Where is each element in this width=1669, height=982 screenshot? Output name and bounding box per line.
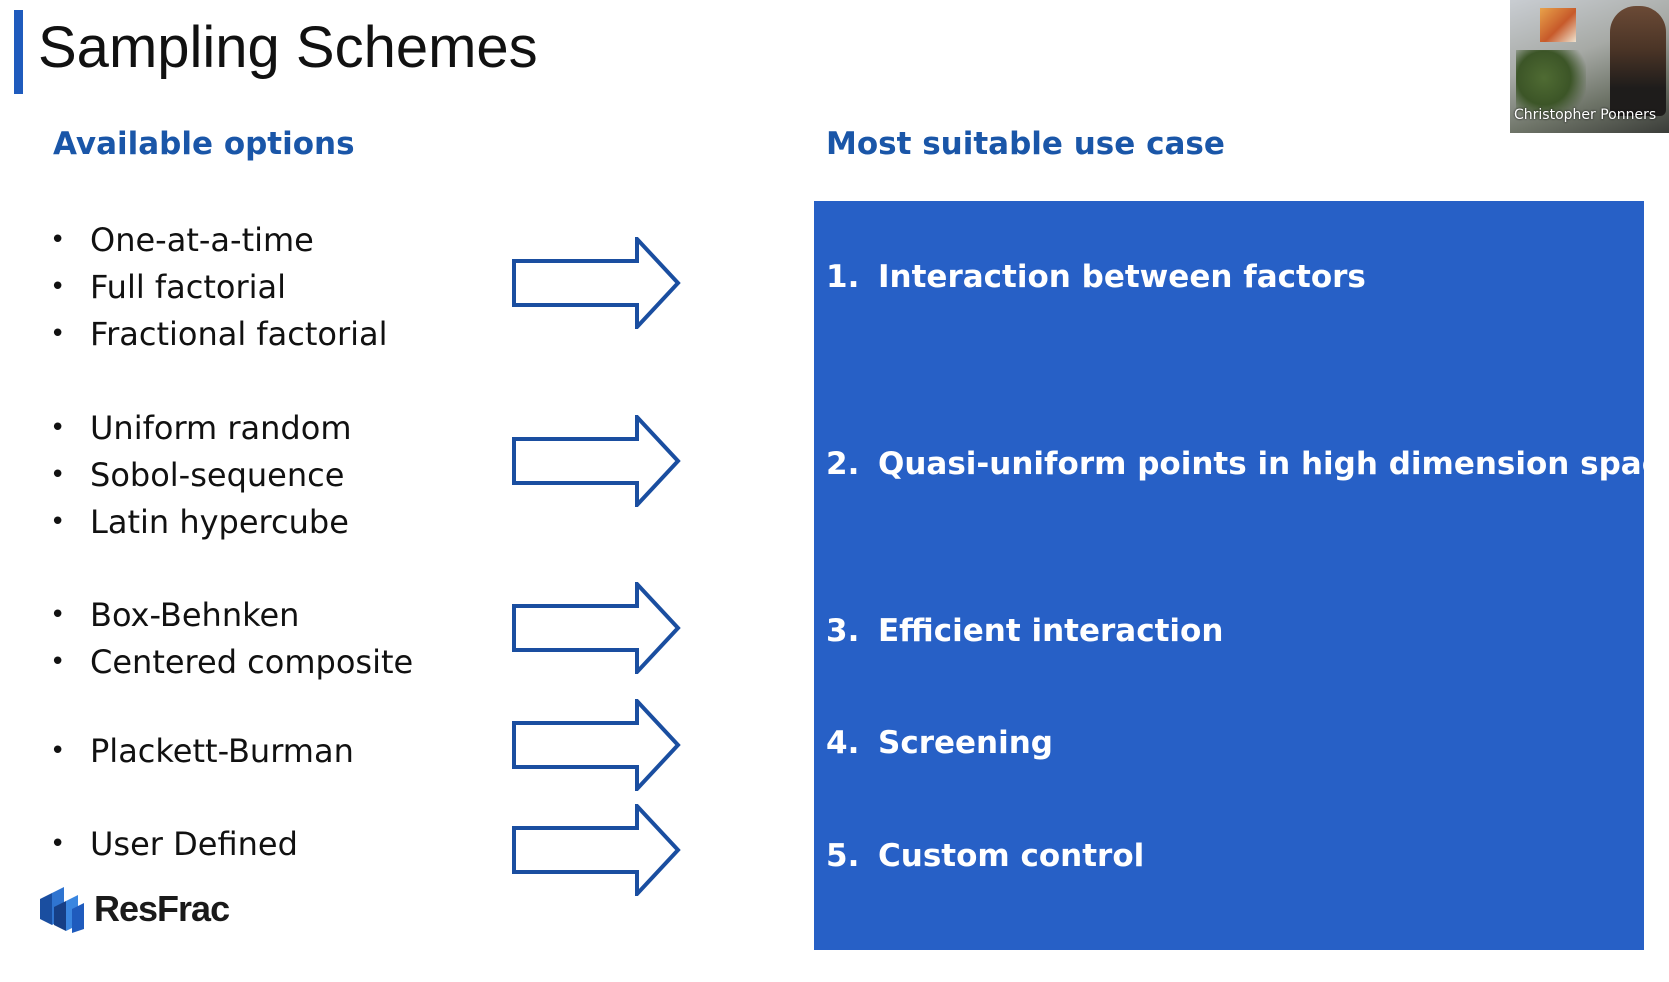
option-label: Plackett-Burman	[90, 732, 354, 770]
use-case-label: Efficient interaction	[878, 613, 1224, 649]
option-label: Uniform random	[90, 409, 352, 447]
use-case-item: 3. Efficient interaction	[826, 609, 1223, 653]
option-item: • Fractional factorial	[50, 314, 388, 354]
use-case-heading: Most suitable use case	[826, 126, 1225, 162]
title-accent-bar	[14, 10, 23, 94]
bullet-icon: •	[50, 413, 66, 443]
option-item: • One-at-a-time	[50, 220, 314, 260]
resfrac-logo-text: ResFrac	[94, 888, 230, 929]
use-case-label: Screening	[878, 725, 1053, 761]
participant-image	[1610, 6, 1666, 116]
resfrac-logo: ResFrac	[38, 884, 230, 934]
option-item: • Full factorial	[50, 267, 286, 307]
option-item: • Box-Behnken	[50, 595, 299, 635]
option-label: Box-Behnken	[90, 596, 300, 634]
use-case-item: 2. Quasi-uniform points in high dimensio…	[826, 442, 1669, 486]
option-item: • Plackett-Burman	[50, 731, 354, 771]
bullet-icon: •	[50, 647, 66, 677]
bullet-icon: •	[50, 319, 66, 349]
option-item: • Sobol-sequence	[50, 455, 344, 495]
option-item: • Uniform random	[50, 408, 351, 448]
bullet-icon: •	[50, 829, 66, 859]
option-label: Latin hypercube	[90, 503, 349, 541]
bullet-icon: •	[50, 460, 66, 490]
plant-image	[1516, 50, 1586, 120]
option-label: Sobol-sequence	[90, 456, 345, 494]
option-item: • Latin hypercube	[50, 502, 349, 542]
option-label: Centered composite	[90, 643, 414, 681]
use-case-item: 4. Screening	[826, 721, 1053, 765]
right-arrow-outline-icon	[512, 582, 681, 674]
use-case-number: 3.	[826, 613, 860, 649]
use-case-item: 1. Interaction between factors	[826, 255, 1366, 299]
use-case-number: 4.	[826, 725, 860, 761]
right-arrow-outline-icon	[512, 415, 681, 507]
bullet-icon: •	[50, 736, 66, 766]
bullet-icon: •	[50, 225, 66, 255]
option-item: • User Defined	[50, 824, 298, 864]
right-arrow-outline-icon	[512, 804, 681, 896]
slide-title: Sampling Schemes	[38, 15, 538, 80]
bullet-icon: •	[50, 507, 66, 537]
right-arrow-outline-icon	[512, 237, 681, 329]
use-case-number: 2.	[826, 446, 860, 482]
option-label: Full factorial	[90, 268, 287, 306]
bullet-icon: •	[50, 272, 66, 302]
use-case-number: 5.	[826, 838, 860, 874]
participant-video-tile[interactable]: Christopher Ponners	[1510, 0, 1669, 133]
option-label: User Defined	[90, 825, 298, 863]
wall-art-image	[1540, 8, 1576, 42]
resfrac-logo-mark-icon	[40, 887, 84, 933]
use-case-label: Interaction between factors	[878, 259, 1366, 295]
use-case-number: 1.	[826, 259, 860, 295]
bullet-icon: •	[50, 600, 66, 630]
use-case-label: Custom control	[878, 838, 1145, 874]
participant-name: Christopher Ponners	[1514, 107, 1657, 123]
use-case-panel	[814, 201, 1644, 950]
right-arrow-outline-icon	[512, 699, 681, 791]
option-label: One-at-a-time	[90, 221, 314, 259]
use-case-item: 5. Custom control	[826, 834, 1144, 878]
option-item: • Centered composite	[50, 642, 413, 682]
option-label: Fractional factorial	[90, 315, 388, 353]
available-options-heading: Available options	[53, 126, 355, 162]
use-case-label: Quasi-uniform points in high dimension s…	[878, 446, 1669, 482]
